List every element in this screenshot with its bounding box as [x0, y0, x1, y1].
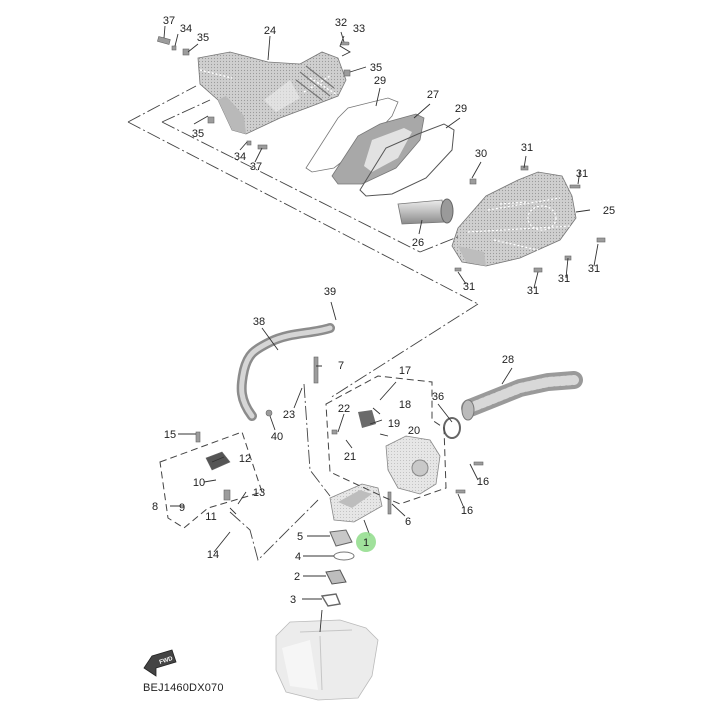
callout-25[interactable]: 25 [603, 205, 615, 217]
callout-38[interactable]: 38 [253, 316, 265, 328]
callout-17[interactable]: 17 [399, 365, 411, 377]
callout-30[interactable]: 30 [475, 148, 487, 160]
part-36-clamp [443, 417, 461, 439]
callout-24[interactable]: 24 [264, 25, 276, 37]
callout-7[interactable]: 7 [338, 360, 344, 372]
leader-lines [163, 25, 599, 633]
callout-4[interactable]: 4 [295, 551, 301, 563]
callout-15[interactable]: 15 [164, 429, 176, 441]
callout-10[interactable]: 10 [193, 477, 205, 489]
part-4-oring [333, 551, 355, 561]
callout-9[interactable]: 9 [179, 502, 185, 514]
callout-31-far-right[interactable]: 31 [588, 263, 600, 275]
part-24-air-filter-case-upper [197, 51, 347, 135]
callout-8[interactable]: 8 [152, 501, 158, 513]
part-25-air-filter-case-cover [451, 171, 577, 267]
callout-3[interactable]: 3 [290, 594, 296, 606]
callout-20[interactable]: 20 [408, 425, 420, 437]
callout-29-right[interactable]: 29 [455, 103, 467, 115]
callout-14[interactable]: 14 [207, 549, 219, 561]
fwd-arrow-icon: FWD [143, 649, 177, 677]
callout-40[interactable]: 40 [271, 431, 283, 443]
callout-31-right[interactable]: 31 [576, 168, 588, 180]
fwd-label: FWD [159, 656, 174, 666]
part-29-gasket-left [305, 97, 399, 173]
part-29-gasket-right [359, 123, 455, 197]
callout-31-left[interactable]: 31 [463, 281, 475, 293]
fasteners [157, 36, 606, 515]
boundary-line-upper [127, 85, 479, 399]
group-box-8 [159, 431, 263, 529]
callout-31-bottom[interactable]: 31 [527, 285, 539, 297]
engine-cylinder-head [275, 619, 379, 701]
callout-39[interactable]: 39 [324, 286, 336, 298]
callout-31-mid[interactable]: 31 [558, 273, 570, 285]
part-3-gasket [320, 593, 341, 607]
callout-37-top[interactable]: 37 [163, 15, 175, 27]
callout-35-bottom[interactable]: 35 [192, 128, 204, 140]
callout-35-top[interactable]: 35 [197, 32, 209, 44]
callout-11[interactable]: 11 [205, 511, 216, 523]
callout-33[interactable]: 33 [353, 23, 365, 35]
callout-18[interactable]: 18 [399, 399, 411, 411]
part-26-intake-duct [397, 198, 454, 225]
part-5-joint [329, 529, 353, 547]
callout-22[interactable]: 22 [338, 403, 350, 415]
callout-34-bottom[interactable]: 34 [234, 151, 246, 163]
callout-16-upper[interactable]: 16 [477, 476, 489, 488]
callout-31-top[interactable]: 31 [521, 142, 533, 154]
part-28-intake-hose [461, 371, 583, 421]
callout-16-lower[interactable]: 16 [461, 505, 473, 517]
boundary-line-lower [229, 383, 331, 561]
callout-labels: 1 2 3 4 5 6 7 8 9 10 11 12 13 14 15 16 1… [152, 15, 615, 606]
callout-1[interactable]: 1 [363, 537, 369, 549]
callout-19[interactable]: 19 [388, 418, 400, 430]
callout-35-right[interactable]: 35 [370, 62, 382, 74]
callout-6[interactable]: 6 [405, 516, 411, 528]
part-38-hose [236, 323, 335, 421]
callout-37-bottom[interactable]: 37 [250, 161, 262, 173]
callout-5[interactable]: 5 [297, 531, 303, 543]
callout-13[interactable]: 13 [253, 487, 265, 499]
part-27-air-filter-element [331, 113, 425, 185]
diagram-code: BEJ1460DX070 [143, 682, 224, 694]
part-2-spacer [325, 569, 347, 585]
callout-26[interactable]: 26 [412, 237, 424, 249]
group-box-17 [325, 375, 447, 505]
callout-32[interactable]: 32 [335, 17, 347, 29]
callout-34-top[interactable]: 34 [180, 23, 192, 35]
callout-12[interactable]: 12 [239, 453, 251, 465]
highlight-callout-1 [356, 532, 376, 552]
callout-23[interactable]: 23 [283, 409, 295, 421]
callout-28[interactable]: 28 [502, 354, 514, 366]
callout-21[interactable]: 21 [344, 451, 356, 463]
part-1-intake-joint [329, 483, 383, 523]
callout-27[interactable]: 27 [427, 89, 439, 101]
callout-2[interactable]: 2 [294, 571, 300, 583]
callout-29-left[interactable]: 29 [374, 75, 386, 87]
callout-36[interactable]: 36 [432, 391, 444, 403]
